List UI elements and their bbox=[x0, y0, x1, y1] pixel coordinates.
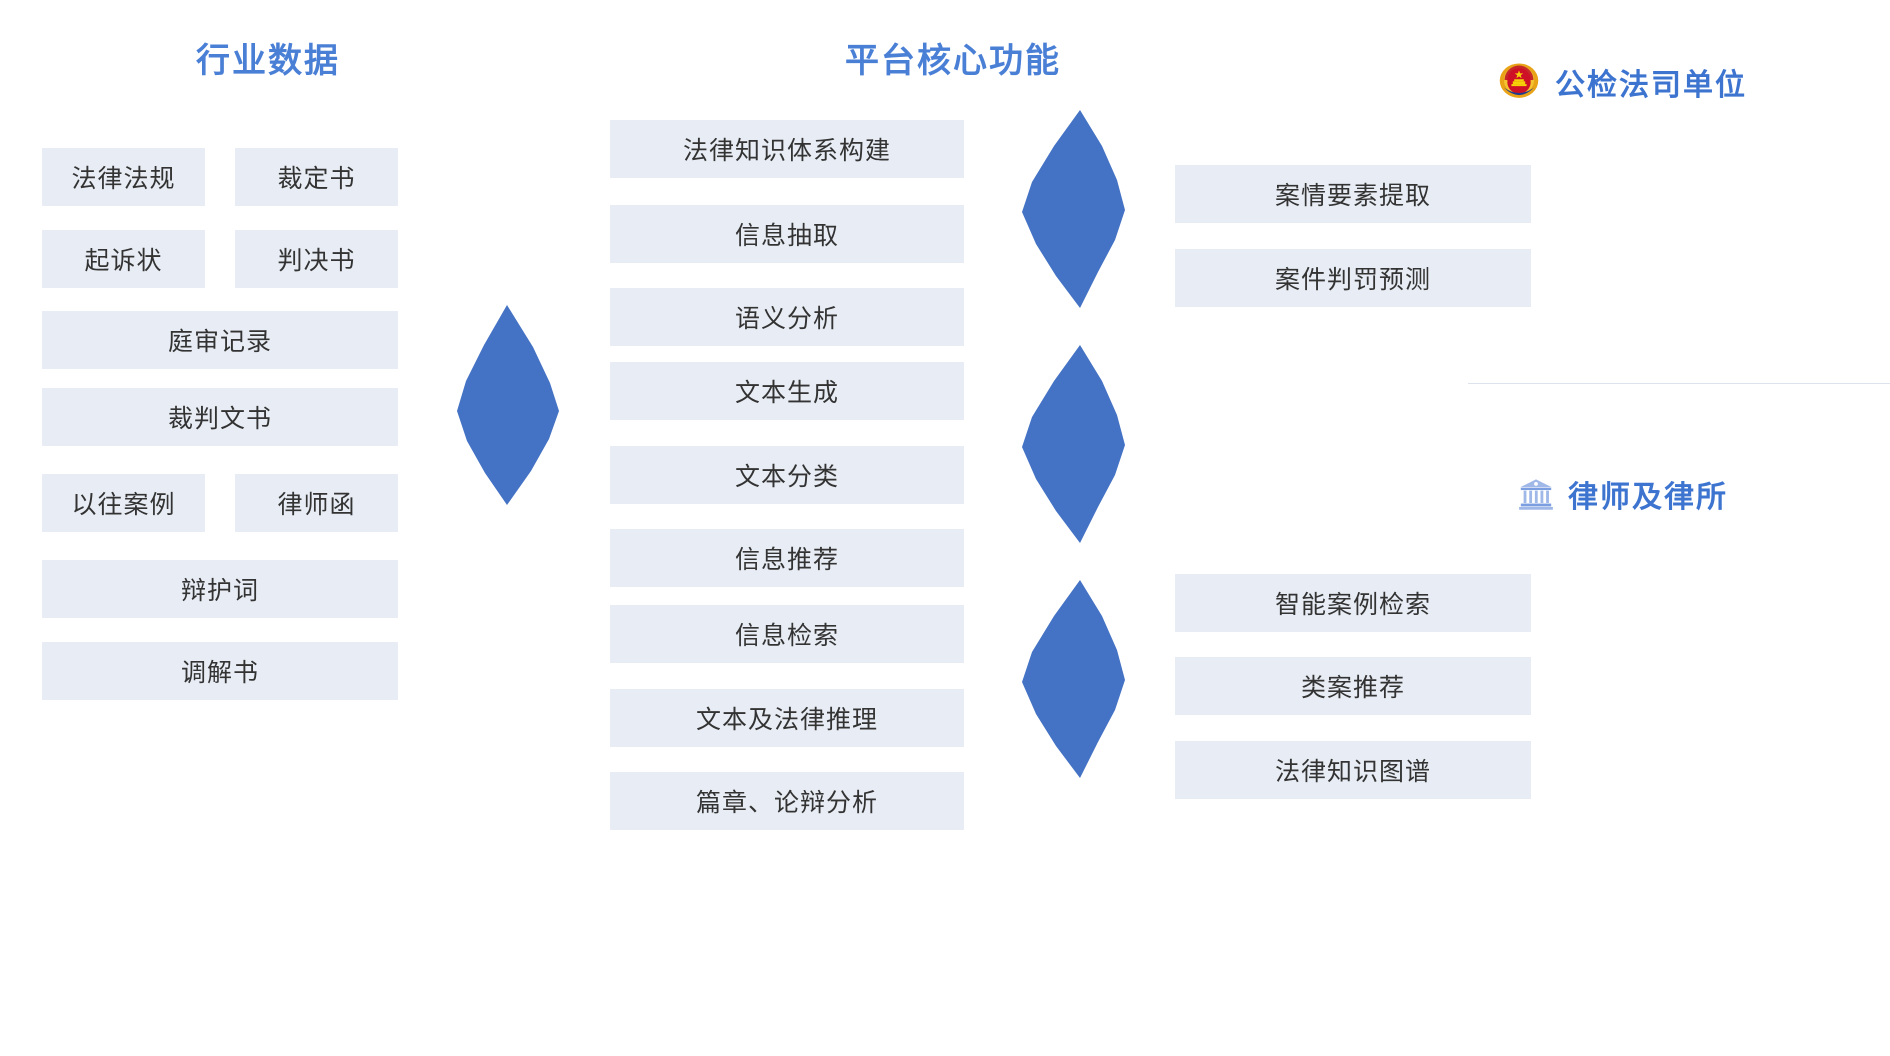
arrow-platform-to-lawfirm bbox=[1016, 580, 1126, 778]
data-box-trial-record[interactable]: 庭审记录 bbox=[42, 311, 398, 369]
courthouse-bank-icon bbox=[1518, 476, 1554, 512]
feature-box-semantic-analysis[interactable]: 语义分析 bbox=[610, 288, 964, 346]
gov-box-sentence-prediction[interactable]: 案件判罚预测 bbox=[1175, 249, 1531, 307]
data-box-ruling[interactable]: 裁定书 bbox=[235, 148, 398, 206]
arrow-platform-to-gov bbox=[1016, 110, 1126, 308]
data-box-defense-statement[interactable]: 辩护词 bbox=[42, 560, 398, 618]
section-divider bbox=[1468, 383, 1890, 384]
feature-box-information-extraction[interactable]: 信息抽取 bbox=[610, 205, 964, 263]
page-title-industry-data: 行业数据 bbox=[196, 42, 340, 80]
gov-box-case-element-extraction[interactable]: 案情要素提取 bbox=[1175, 165, 1531, 223]
data-box-mediation-doc[interactable]: 调解书 bbox=[42, 642, 398, 700]
arrow-platform-to-lawyer bbox=[1016, 345, 1126, 543]
lawfirm-box-smart-case-retrieval[interactable]: 智能案例检索 bbox=[1175, 574, 1531, 632]
data-box-adjudication-doc[interactable]: 裁判文书 bbox=[42, 388, 398, 446]
group-heading-public-security-judicial: 公检法司单位 bbox=[1497, 60, 1747, 104]
data-box-complaint[interactable]: 起诉状 bbox=[42, 230, 205, 288]
arrow-data-to-platform bbox=[455, 305, 560, 505]
feature-box-information-recommendation[interactable]: 信息推荐 bbox=[610, 529, 964, 587]
feature-box-text-legal-reasoning[interactable]: 文本及法律推理 bbox=[610, 689, 964, 747]
data-box-laws[interactable]: 法律法规 bbox=[42, 148, 205, 206]
group-heading-lawyers-law-firms: 律师及律所 bbox=[1518, 472, 1728, 516]
feature-box-text-classification[interactable]: 文本分类 bbox=[610, 446, 964, 504]
lawfirm-box-similar-case-recommendation[interactable]: 类案推荐 bbox=[1175, 657, 1531, 715]
feature-box-discourse-argument-analysis[interactable]: 篇章、论辩分析 bbox=[610, 772, 964, 830]
feature-box-text-generation[interactable]: 文本生成 bbox=[610, 362, 964, 420]
page-title-platform-core-features: 平台核心功能 bbox=[845, 42, 1061, 80]
data-box-past-cases[interactable]: 以往案例 bbox=[42, 474, 205, 532]
feature-box-information-retrieval[interactable]: 信息检索 bbox=[610, 605, 964, 663]
group-heading-label: 律师及律所 bbox=[1568, 481, 1728, 514]
national-emblem-icon bbox=[1497, 60, 1541, 104]
data-box-judgment[interactable]: 判决书 bbox=[235, 230, 398, 288]
group-heading-label: 公检法司单位 bbox=[1555, 69, 1747, 102]
feature-box-knowledge-system[interactable]: 法律知识体系构建 bbox=[610, 120, 964, 178]
lawfirm-box-legal-knowledge-graph[interactable]: 法律知识图谱 bbox=[1175, 741, 1531, 799]
data-box-lawyer-letter[interactable]: 律师函 bbox=[235, 474, 398, 532]
